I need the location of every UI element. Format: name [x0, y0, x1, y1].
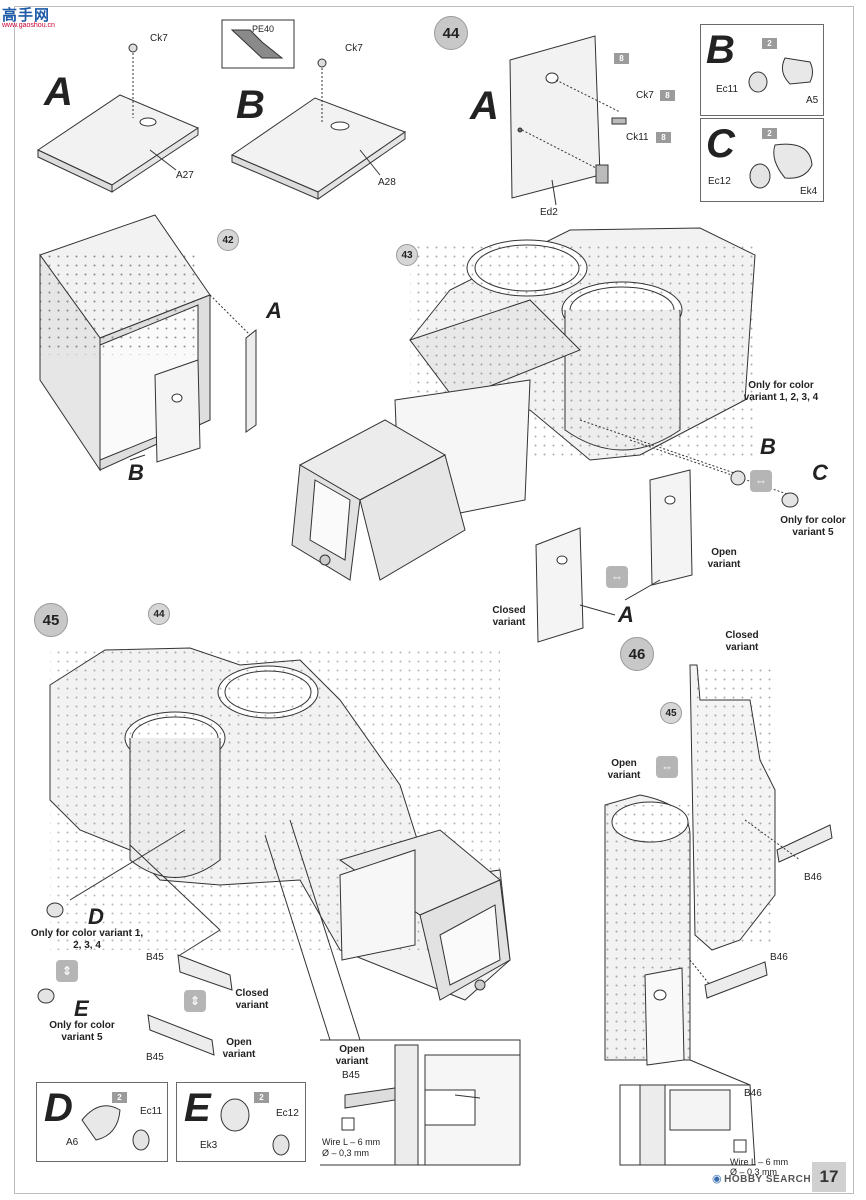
note-open-variant-detail45: Open variant	[335, 1044, 369, 1067]
wire-length-note-45: Wire L – 6 mm	[322, 1137, 381, 1147]
part-ec12-e: Ec12	[276, 1108, 299, 1119]
step-number-46: 46	[620, 637, 654, 671]
box-e-qty: 2	[254, 1092, 269, 1103]
qty-tag-2: 8	[660, 90, 675, 101]
qty-tag-1: 8	[614, 53, 629, 64]
box-c	[700, 118, 824, 202]
step43-label-a: A	[618, 602, 634, 627]
box-c-qty: 2	[762, 128, 777, 139]
step42-label-b: B	[128, 460, 144, 485]
wire-diameter-note-45: Ø – 0,3 mm	[322, 1148, 370, 1158]
flip-icon-step45-left: ⇕	[56, 960, 78, 982]
part-ek4: Ek4	[800, 186, 818, 197]
note-open-variant-step45: Open variant	[222, 1037, 256, 1060]
part-ed2: Ed2	[540, 207, 558, 218]
note-color-variant-5-step43: Only for color variant 5	[780, 515, 846, 538]
wire-diameter-note-46: Ø – 0,3 mm	[730, 1167, 778, 1177]
variant-b-label: B	[236, 83, 265, 127]
hobby-search-watermark: ◉HOBBY SEARCH	[712, 1172, 811, 1185]
flip-icon-step43-doors: ⇔	[606, 566, 628, 588]
step45-label-e: E	[74, 996, 89, 1021]
part-a6: A6	[66, 1137, 79, 1148]
part-b46-top: B46	[804, 872, 822, 883]
box-d-letter: D	[44, 1086, 73, 1130]
part-a5: A5	[806, 95, 819, 106]
note-open-variant-step43: Open variant	[707, 547, 741, 570]
flip-icon-step46: ⇔	[656, 756, 678, 778]
part-ck11: Ck11	[626, 132, 649, 143]
note-color-variant-1234-step45: Only for color variant 1, 2, 3, 4	[30, 928, 144, 951]
qty-tag-3: 8	[656, 132, 671, 143]
ref-step-43: 43	[396, 244, 418, 266]
part-ec11-b: Ec11	[716, 84, 739, 95]
panel-a27-drawing	[36, 43, 200, 193]
page-border	[14, 6, 854, 1194]
part-ek3: Ek3	[200, 1140, 218, 1151]
door-ed2-drawing	[509, 35, 627, 206]
box-d-qty: 2	[112, 1092, 127, 1103]
ref-step-42: 42	[217, 229, 239, 251]
part-ck7-44: Ck7	[636, 90, 654, 101]
step45-label-d: D	[88, 904, 104, 929]
flip-icon-step45-middle: ⇕	[184, 990, 206, 1012]
box-c-drawing	[749, 143, 813, 189]
box-c-letter: C	[706, 122, 735, 166]
hull-step46-drawing	[604, 664, 833, 1166]
box-b-drawing	[748, 57, 813, 93]
box-b-qty: 2	[762, 38, 777, 49]
part-ck7-b: Ck7	[345, 43, 363, 54]
note-closed-variant-step43: Closed variant	[492, 605, 526, 628]
note-closed-variant-step45: Closed variant	[235, 988, 269, 1011]
ref-step-45: 45	[660, 702, 682, 724]
step-number-45: 45	[34, 603, 68, 637]
part-a27: A27	[176, 170, 194, 181]
hobby-search-icon: ◉	[712, 1173, 723, 1185]
step43-label-b: B	[760, 434, 776, 459]
part-ec11-d: Ec11	[140, 1106, 163, 1117]
box-e-drawing	[220, 1098, 290, 1156]
part-b45-open: B45	[146, 1052, 164, 1063]
wire-length-note-46: Wire L – 6 mm	[730, 1157, 789, 1167]
box-d-drawing	[81, 1105, 150, 1151]
part-b46-middle: B46	[770, 952, 788, 963]
box-e-letter: E	[184, 1086, 211, 1130]
panel-a28-drawing	[221, 19, 407, 200]
watermark-url: www.gaoshou.cn	[2, 22, 55, 29]
part-b46-detail: B46	[744, 1088, 762, 1099]
box-e	[176, 1082, 306, 1162]
brand-text: HOBBY SEARCH	[724, 1174, 812, 1185]
watermark-logo: 高手网	[2, 7, 51, 24]
part-b45-closed: B45	[146, 952, 164, 963]
part-ec12-c: Ec12	[708, 176, 731, 187]
part-a28: A28	[378, 177, 396, 188]
hull-step42-drawing	[39, 214, 257, 472]
step44-variant-a-label: A	[470, 84, 499, 128]
step43-label-c: C	[812, 460, 828, 485]
part-ck7-a: Ck7	[150, 33, 168, 44]
hull-step45-drawing	[37, 647, 511, 1056]
note-color-variant-1234-step43: Only for color variant 1, 2, 3, 4	[743, 380, 819, 403]
step42-label-a: A	[266, 298, 282, 323]
note-closed-variant-step46: Closed variant	[725, 630, 759, 653]
part-b45-detail: B45	[342, 1070, 360, 1081]
detail-45-drawing	[320, 1039, 521, 1166]
box-b	[700, 24, 824, 116]
note-color-variant-5-step45: Only for color variant 5	[49, 1020, 115, 1043]
note-open-variant-step46: Open variant	[607, 758, 641, 781]
box-b-letter: B	[706, 28, 735, 72]
step-number-44: 44	[434, 16, 468, 50]
flip-icon-step43-right: ⇔	[750, 470, 772, 492]
ref-step-44: 44	[148, 603, 170, 625]
box-d	[36, 1082, 168, 1162]
part-pe40: PE40	[252, 24, 275, 34]
hull-step43-drawing	[291, 227, 799, 643]
page-number: 17	[812, 1162, 846, 1192]
variant-a-label: A	[44, 70, 73, 114]
